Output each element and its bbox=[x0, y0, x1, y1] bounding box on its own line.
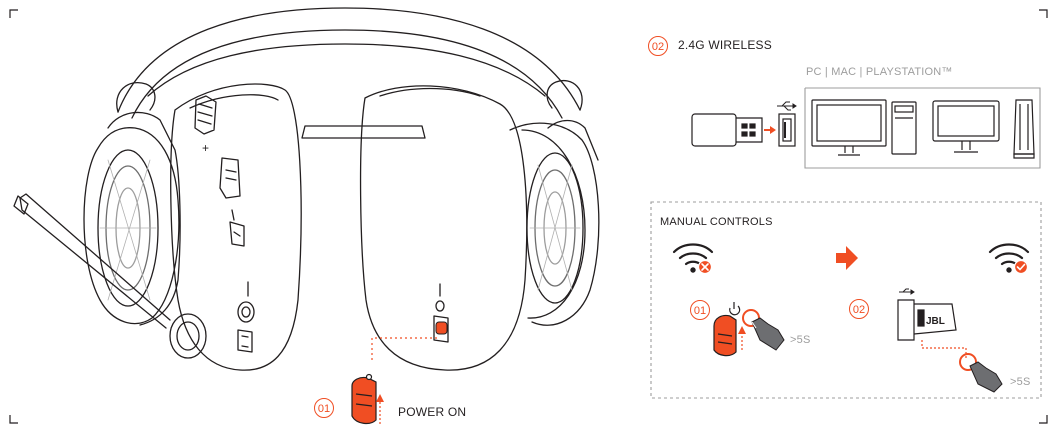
usb-dongle-icon: JBL bbox=[897, 299, 957, 341]
manual-step-badge-01: 01 bbox=[690, 300, 710, 320]
usb-port-icon bbox=[778, 113, 796, 147]
wifi-connected-icon bbox=[988, 243, 1030, 275]
usb-dongle-icon bbox=[691, 113, 763, 147]
desktop-pc-icon bbox=[811, 99, 917, 156]
hold-duration-1: >5S bbox=[790, 334, 811, 346]
playstation-console-icon bbox=[1013, 99, 1035, 159]
svg-text:+: + bbox=[202, 141, 209, 155]
usb-symbol-icon bbox=[899, 288, 915, 295]
laptop-icon bbox=[932, 100, 1000, 153]
headset-illustration: + bbox=[13, 7, 600, 371]
power-on-label: POWER ON bbox=[398, 405, 467, 419]
manual-controls-frame bbox=[650, 201, 1042, 399]
hand-press-icon bbox=[751, 317, 785, 351]
hand-press-icon bbox=[969, 361, 1003, 393]
arrow-right-icon bbox=[836, 246, 858, 270]
wifi-disconnected-icon bbox=[672, 243, 714, 275]
power-callout-line bbox=[371, 337, 438, 360]
hold-duration-2: >5S bbox=[1010, 376, 1031, 388]
crop-marks bbox=[9, 9, 1048, 424]
power-icon bbox=[729, 302, 741, 316]
supported-devices-label: PC | MAC | PLAYSTATION™ bbox=[806, 66, 953, 78]
manual-power-slider bbox=[713, 314, 737, 357]
manual-controls-title: MANUAL CONTROLS bbox=[660, 216, 773, 228]
power-slider-detail bbox=[351, 373, 377, 425]
press-target-ring bbox=[959, 353, 977, 371]
svg-text:JBL: JBL bbox=[926, 316, 945, 327]
step-badge-02: 02 bbox=[648, 36, 668, 56]
power-step-badge: 01 bbox=[314, 398, 334, 418]
manual-step-badge-02: 02 bbox=[849, 299, 869, 319]
arrow-right-icon bbox=[764, 126, 776, 134]
usb-symbol-icon bbox=[777, 101, 797, 111]
wireless-title: 2.4G WIRELESS bbox=[678, 38, 772, 52]
